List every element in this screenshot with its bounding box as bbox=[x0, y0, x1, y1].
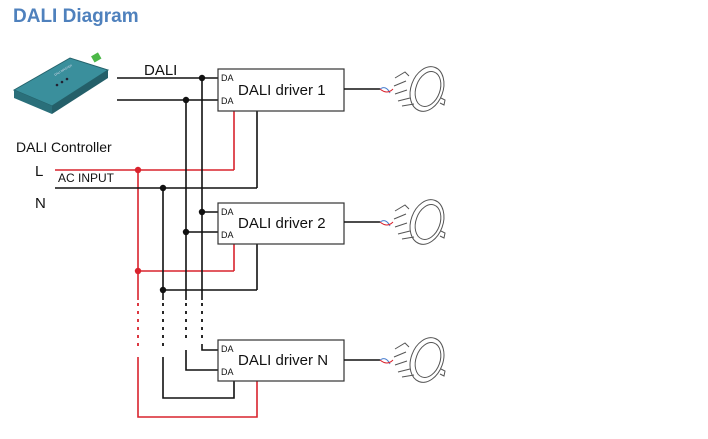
driver-1-label: DALI driver 1 bbox=[238, 82, 326, 99]
dali-driver-n: DA DA DALI driver N bbox=[217, 339, 380, 382]
driver-2-port-top: DA bbox=[221, 207, 234, 217]
driver-n-label: DALI driver N bbox=[238, 352, 328, 369]
dali-driver-1: DA DA DALI driver 1 bbox=[217, 68, 380, 112]
downlight-icon-2 bbox=[379, 199, 446, 245]
ac-input-label: AC INPUT bbox=[58, 171, 115, 185]
dali-bus-label: DALI bbox=[144, 62, 177, 79]
driver-1-port-top: DA bbox=[221, 73, 234, 83]
driver-2-port-bottom: DA bbox=[221, 230, 234, 240]
downlight-icon-1 bbox=[379, 66, 446, 112]
driver-2-label: DALI driver 2 bbox=[238, 215, 326, 232]
live-label: L bbox=[35, 163, 43, 180]
dali-bus-wiring bbox=[182, 74, 222, 371]
driver-1-port-bottom: DA bbox=[221, 96, 234, 106]
neutral-wiring bbox=[55, 110, 258, 399]
driver-n-port-top: DA bbox=[221, 344, 234, 354]
dali-controller-device: DALI MASTER bbox=[12, 52, 110, 114]
terminal-block-icon bbox=[91, 52, 102, 63]
dali-driver-2: DA DA DALI driver 2 bbox=[217, 202, 380, 245]
neutral-label: N bbox=[35, 195, 46, 212]
downlight-icon-n bbox=[379, 337, 446, 383]
driver-n-port-bottom: DA bbox=[221, 367, 234, 377]
controller-label: DALI Controller bbox=[16, 139, 112, 155]
page-title: DALI Diagram bbox=[13, 6, 139, 27]
